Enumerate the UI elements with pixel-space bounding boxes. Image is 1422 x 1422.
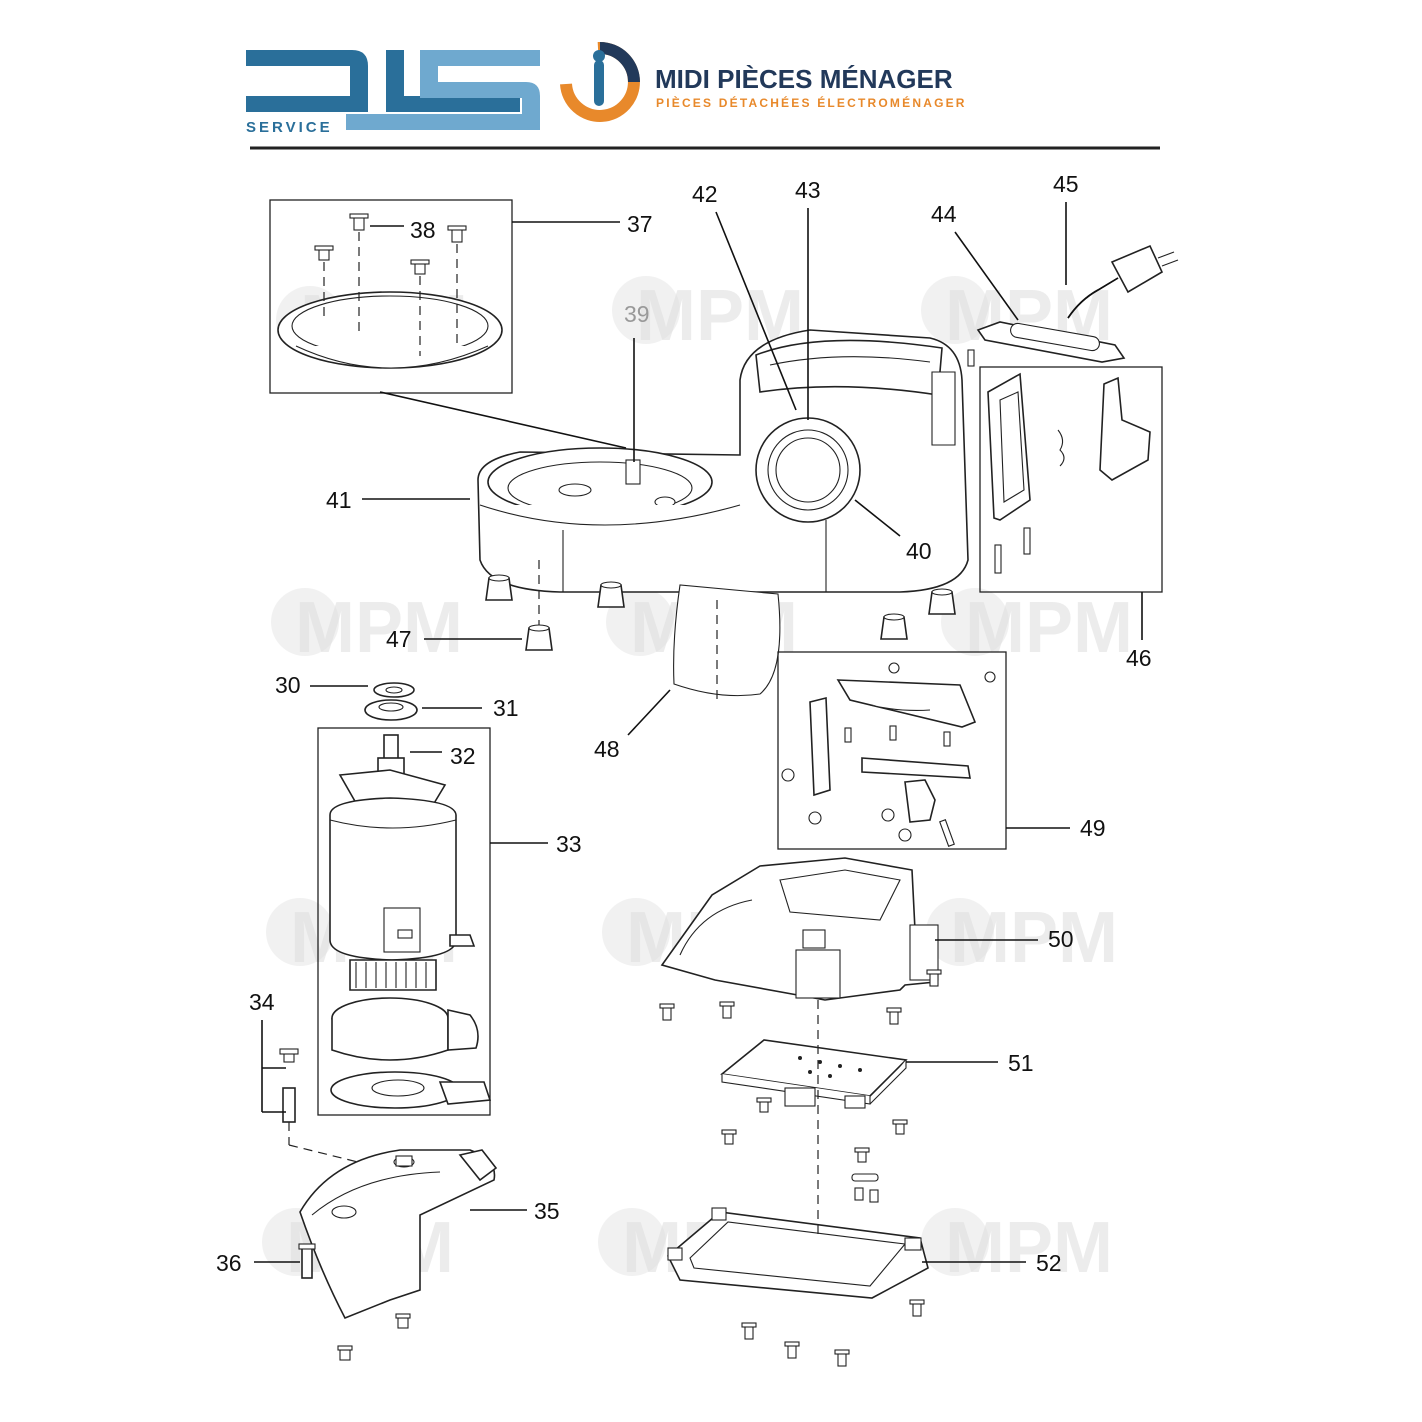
small-bracket bbox=[851, 1173, 879, 1203]
mpm-title: MIDI PIÈCES MÉNAGER bbox=[655, 64, 953, 94]
part-49-lock-mechanism bbox=[777, 651, 1007, 850]
part-35-gear-housing bbox=[299, 1149, 498, 1320]
callout-32: 32 bbox=[450, 743, 476, 769]
callout-labels: 38 37 39 42 43 44 45 41 40 46 47 30 31 3… bbox=[216, 171, 1152, 1276]
callout-35: 35 bbox=[534, 1198, 560, 1224]
callout-43: 43 bbox=[795, 177, 821, 203]
callout-51: 51 bbox=[1008, 1050, 1034, 1076]
part-33-motor-assembly bbox=[317, 727, 492, 1116]
callout-47: 47 bbox=[386, 626, 412, 652]
part-48-wire-harness bbox=[673, 584, 781, 700]
callout-37: 37 bbox=[627, 211, 653, 237]
part-30-washer bbox=[373, 682, 415, 698]
svg-text:MPM: MPM bbox=[295, 588, 463, 668]
part-46-switch-assembly bbox=[979, 366, 1163, 593]
part-50-motor-cover bbox=[659, 857, 942, 1025]
callout-34: 34 bbox=[249, 989, 275, 1015]
callout-44: 44 bbox=[931, 201, 957, 227]
part-41-base-housing bbox=[379, 329, 969, 593]
callout-52: 52 bbox=[1036, 1250, 1062, 1276]
callout-50: 50 bbox=[1048, 926, 1074, 952]
part-47-rubber-feet bbox=[485, 560, 956, 651]
dls-service-label: SERVICE bbox=[246, 119, 333, 136]
callout-46: 46 bbox=[1126, 645, 1152, 671]
callout-41: 41 bbox=[326, 487, 352, 513]
screws-38 bbox=[314, 213, 467, 275]
part-45-power-cord bbox=[1067, 244, 1179, 319]
part-37-drip-ring-assembly bbox=[269, 199, 513, 394]
callout-48: 48 bbox=[594, 736, 620, 762]
part-34-screw-and-clip bbox=[279, 1048, 371, 1166]
callout-30: 30 bbox=[275, 672, 301, 698]
part-36-pin bbox=[298, 1243, 316, 1279]
screws-52 bbox=[741, 1299, 925, 1367]
callout-31: 31 bbox=[493, 695, 519, 721]
part-51-control-board bbox=[720, 1039, 908, 1163]
mpm-subtitle: PIÈCES DÉTACHÉES ÉLECTROMÉNAGER bbox=[656, 95, 967, 110]
callout-33: 33 bbox=[556, 831, 582, 857]
leader-lines bbox=[254, 202, 1143, 1263]
screws-35 bbox=[337, 1313, 411, 1361]
part-44-cord-clamp bbox=[967, 321, 1126, 367]
callout-42: 42 bbox=[692, 181, 718, 207]
screws-51 bbox=[721, 1097, 908, 1163]
part-52-bottom-plate bbox=[667, 1207, 929, 1367]
mpm-logo: MIDI PIÈCES MÉNAGER PIÈCES DÉTACHÉES ÉLE… bbox=[560, 41, 967, 122]
callout-45: 45 bbox=[1053, 171, 1079, 197]
part-31-bearing bbox=[364, 699, 418, 721]
callout-49: 49 bbox=[1080, 815, 1106, 841]
callout-40: 40 bbox=[906, 538, 932, 564]
svg-text:MPM: MPM bbox=[965, 588, 1133, 668]
callout-38: 38 bbox=[410, 217, 436, 243]
dls-service-logo: SERVICE bbox=[246, 50, 540, 136]
callout-39: 39 bbox=[624, 301, 650, 327]
callout-36: 36 bbox=[216, 1250, 242, 1276]
svg-text:MPM: MPM bbox=[950, 898, 1118, 978]
svg-text:MPM: MPM bbox=[945, 1208, 1113, 1288]
screws-50 bbox=[659, 969, 942, 1025]
